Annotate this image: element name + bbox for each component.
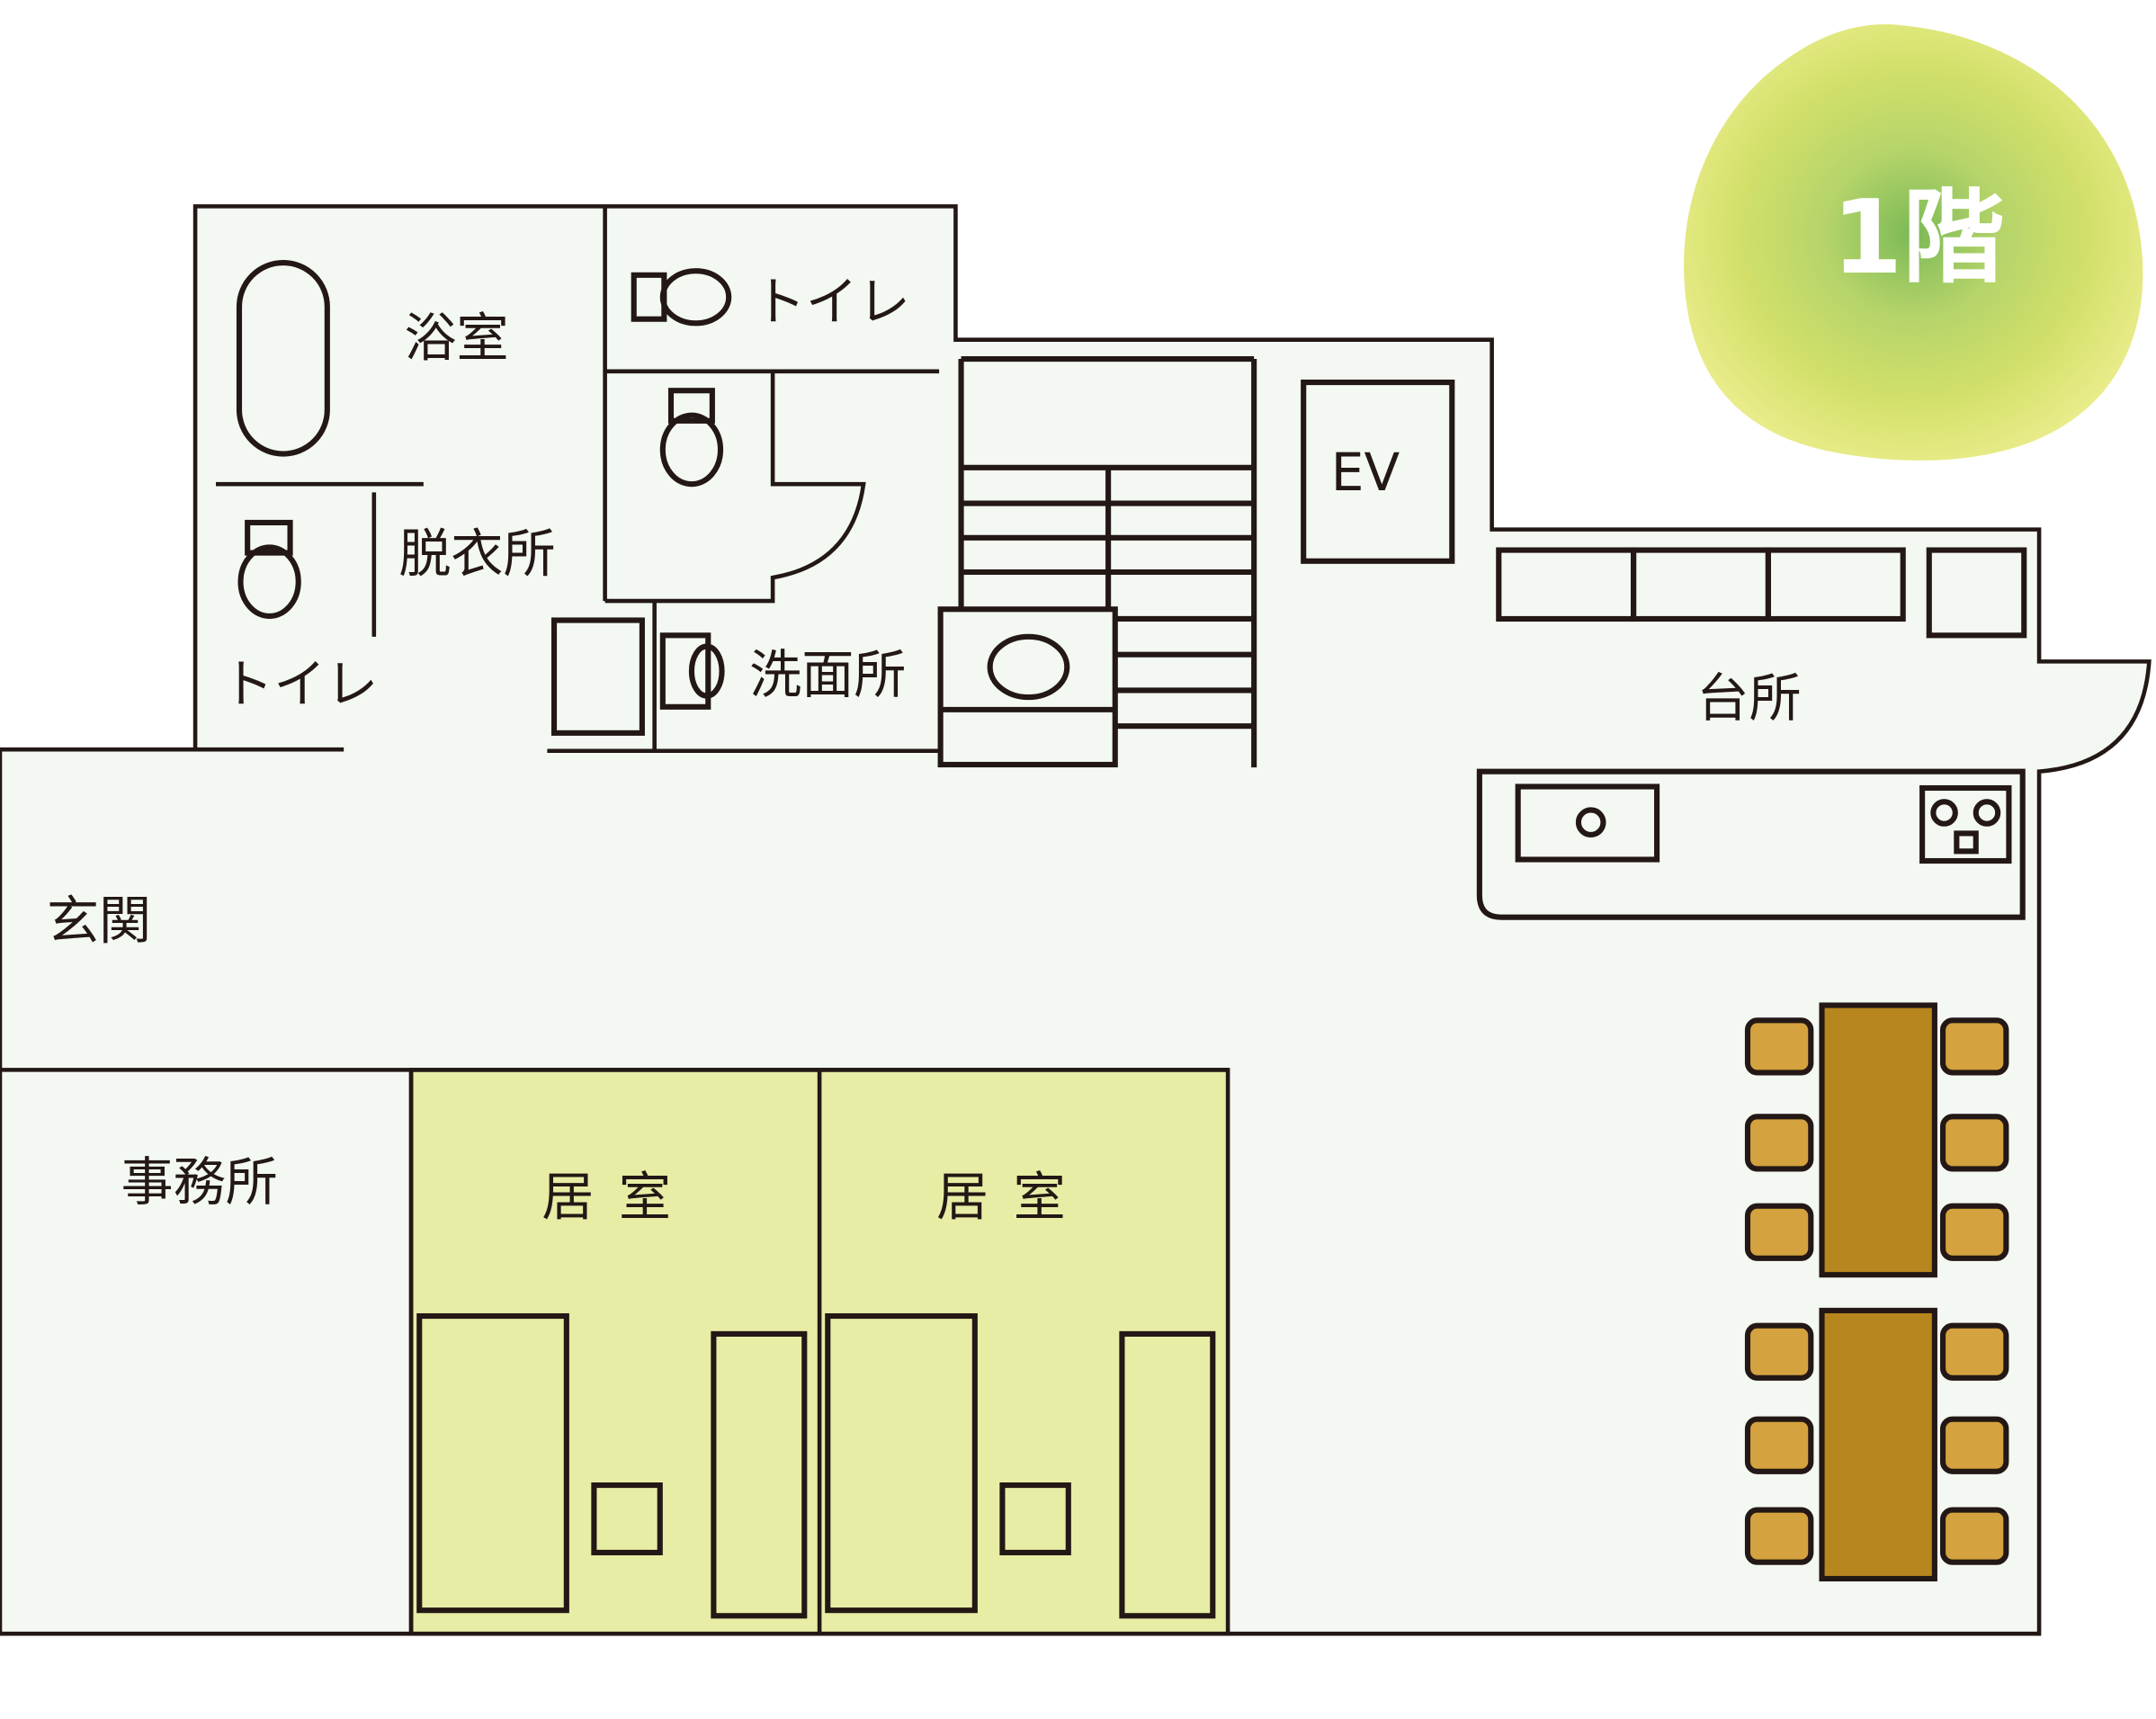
label-toilet-top: トイレ xyxy=(754,272,910,333)
stove xyxy=(1919,784,2012,864)
floor-badge: 1階 xyxy=(1684,23,2143,461)
bathtub xyxy=(236,259,330,457)
staircase xyxy=(958,355,1257,768)
label-bath: 浴室 xyxy=(404,307,508,368)
chair xyxy=(1744,1203,1814,1261)
walls xyxy=(0,206,1229,1634)
kitchen-counters xyxy=(1476,547,2027,920)
label-living-room-2: 居室 xyxy=(936,1167,1090,1228)
chair xyxy=(1939,1203,2009,1261)
toilet-icon xyxy=(237,519,301,619)
chair xyxy=(1939,1114,2009,1172)
dining-set xyxy=(1744,1002,2009,1582)
chair xyxy=(1939,1322,2009,1381)
label-toilet-left: トイレ xyxy=(221,654,378,715)
wash-basin xyxy=(659,632,725,710)
elevator xyxy=(1301,379,1455,564)
toilet-icon xyxy=(659,388,724,488)
toilet-icon xyxy=(631,268,732,327)
kitchen-sink xyxy=(1515,783,1660,863)
dining-table xyxy=(1819,1002,1937,1278)
label-kitchen: 台所 xyxy=(1696,667,1801,729)
label-elevator: EV xyxy=(1331,442,1400,503)
chair xyxy=(1744,1416,1814,1474)
chair xyxy=(1939,1416,2009,1474)
chair xyxy=(1744,1017,1814,1076)
label-entrance: 玄関 xyxy=(47,890,151,951)
room-furniture xyxy=(416,1312,1216,1619)
cabinet xyxy=(551,617,645,736)
wardrobe xyxy=(1119,1330,1216,1619)
floor-label: 1階 xyxy=(1832,178,2005,297)
dining-table xyxy=(1819,1307,1937,1582)
room-labels: 浴室 脱衣所 トイレ トイレ 洗面所 EV 台所 玄関 事務所 居室 居室 xyxy=(47,272,1802,1228)
chair xyxy=(1744,1507,1814,1565)
chair xyxy=(1939,1507,2009,1565)
side-table xyxy=(591,1482,663,1556)
chair xyxy=(1744,1322,1814,1381)
wardrobe xyxy=(711,1330,808,1619)
label-office: 事務所 xyxy=(121,1151,278,1213)
vanity-sink xyxy=(937,606,1118,768)
chair xyxy=(1744,1114,1814,1172)
label-washroom: 洗面所 xyxy=(749,644,906,705)
badge-blob xyxy=(1684,23,2143,461)
label-living-room-1: 居室 xyxy=(541,1167,695,1228)
chair xyxy=(1939,1017,2009,1076)
bed xyxy=(825,1312,978,1614)
side-table xyxy=(999,1482,1071,1556)
label-dressing: 脱衣所 xyxy=(398,523,555,584)
bed xyxy=(416,1312,569,1614)
